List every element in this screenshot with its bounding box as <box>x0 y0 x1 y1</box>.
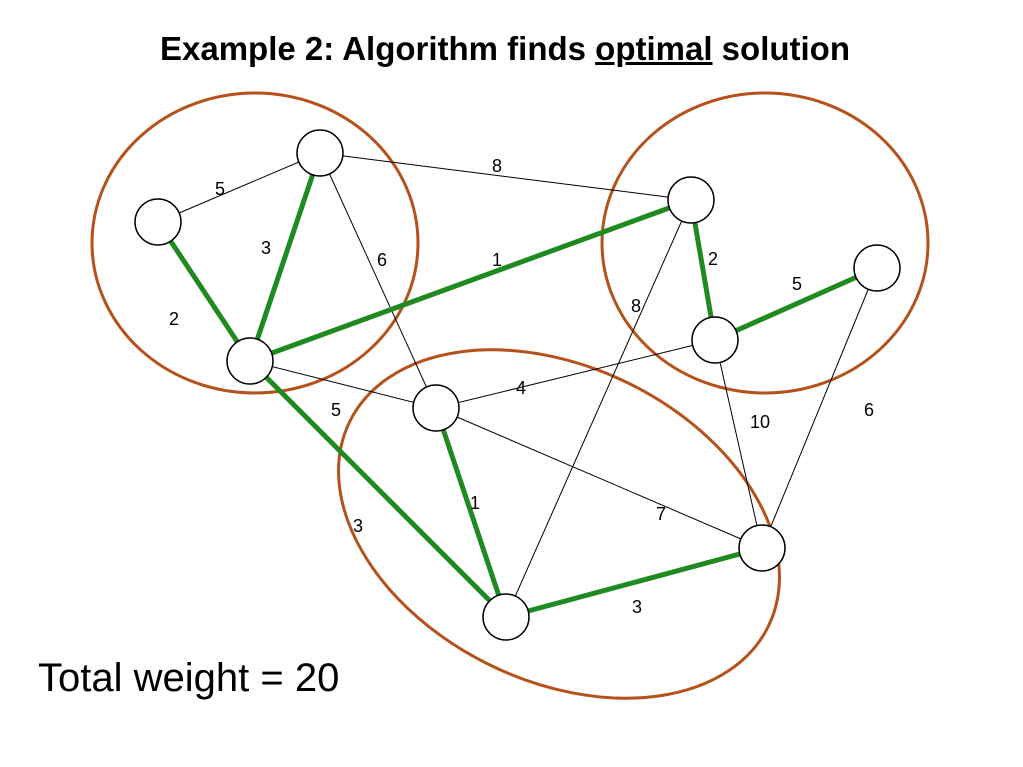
edge-weight-F-I: 6 <box>864 400 874 420</box>
edge-weight-A-C: 2 <box>169 309 179 329</box>
edge-F-I <box>761 267 878 549</box>
graph-node-I <box>738 524 786 572</box>
selected-edge-C-H <box>247 358 509 620</box>
edge-weight-D-H: 8 <box>631 296 641 316</box>
edge-E-G <box>435 339 716 409</box>
edge-weight-C-D: 1 <box>492 250 502 270</box>
edge-A-B <box>157 152 321 223</box>
graph-node-H <box>482 593 530 641</box>
title-suffix: solution <box>712 30 850 67</box>
cluster-bottom <box>337 348 781 700</box>
slide-title: Example 2: Algorithm finds optimal solut… <box>0 30 1010 68</box>
graph-node-D <box>667 176 715 224</box>
edge-weight-E-F: 5 <box>792 274 802 294</box>
cluster-left <box>90 91 420 395</box>
selected-edge-C-D <box>247 197 694 364</box>
graph-node-A <box>134 198 182 246</box>
edge-weight-C-G: 5 <box>331 400 341 420</box>
edge-weight-G-H: 1 <box>470 493 480 513</box>
title-emphasis: optimal <box>595 30 713 67</box>
edge-weight-C-H: 3 <box>353 516 363 536</box>
edge-C-G <box>249 360 437 409</box>
total-weight: Total weight = 20 <box>38 656 340 700</box>
clusters-layer <box>90 91 930 700</box>
labels-layer: 5 2 3 6 8 1 5 3 2 5 8 4 10 6 1 7 3 <box>169 156 874 617</box>
edge-G-I <box>435 407 763 549</box>
edge-weight-H-I: 3 <box>632 597 642 617</box>
selected-edge-G-H <box>433 405 509 620</box>
graph-node-C <box>226 337 274 385</box>
edge-weight-B-C: 3 <box>261 238 271 258</box>
edge-B-G <box>319 152 437 409</box>
nodes-layer <box>134 129 901 641</box>
title-prefix: Example 2: Algorithm finds <box>160 30 596 67</box>
edge-weight-E-G: 4 <box>516 378 526 398</box>
graph-node-E <box>691 316 739 364</box>
edge-weight-G-I: 7 <box>656 504 666 524</box>
graph-node-F <box>853 244 901 292</box>
edge-D-H <box>505 199 692 618</box>
plain-edges-layer <box>157 152 878 618</box>
graph-node-B <box>296 129 344 177</box>
edge-weight-B-D: 8 <box>492 156 502 176</box>
cluster-right <box>600 91 930 395</box>
graph-node-G <box>412 384 460 432</box>
edge-E-I <box>714 339 763 549</box>
selected-edge-E-F <box>712 265 880 343</box>
edge-weight-A-B: 5 <box>215 179 225 199</box>
selected-edge-B-C <box>247 150 323 364</box>
selected-edge-H-I <box>503 545 765 620</box>
edge-B-D <box>319 152 692 201</box>
edge-weight-D-E: 2 <box>708 249 718 269</box>
edge-weight-E-I: 10 <box>750 412 770 432</box>
edge-weight-B-G: 6 <box>377 250 387 270</box>
selected-edge-A-C <box>155 219 253 364</box>
